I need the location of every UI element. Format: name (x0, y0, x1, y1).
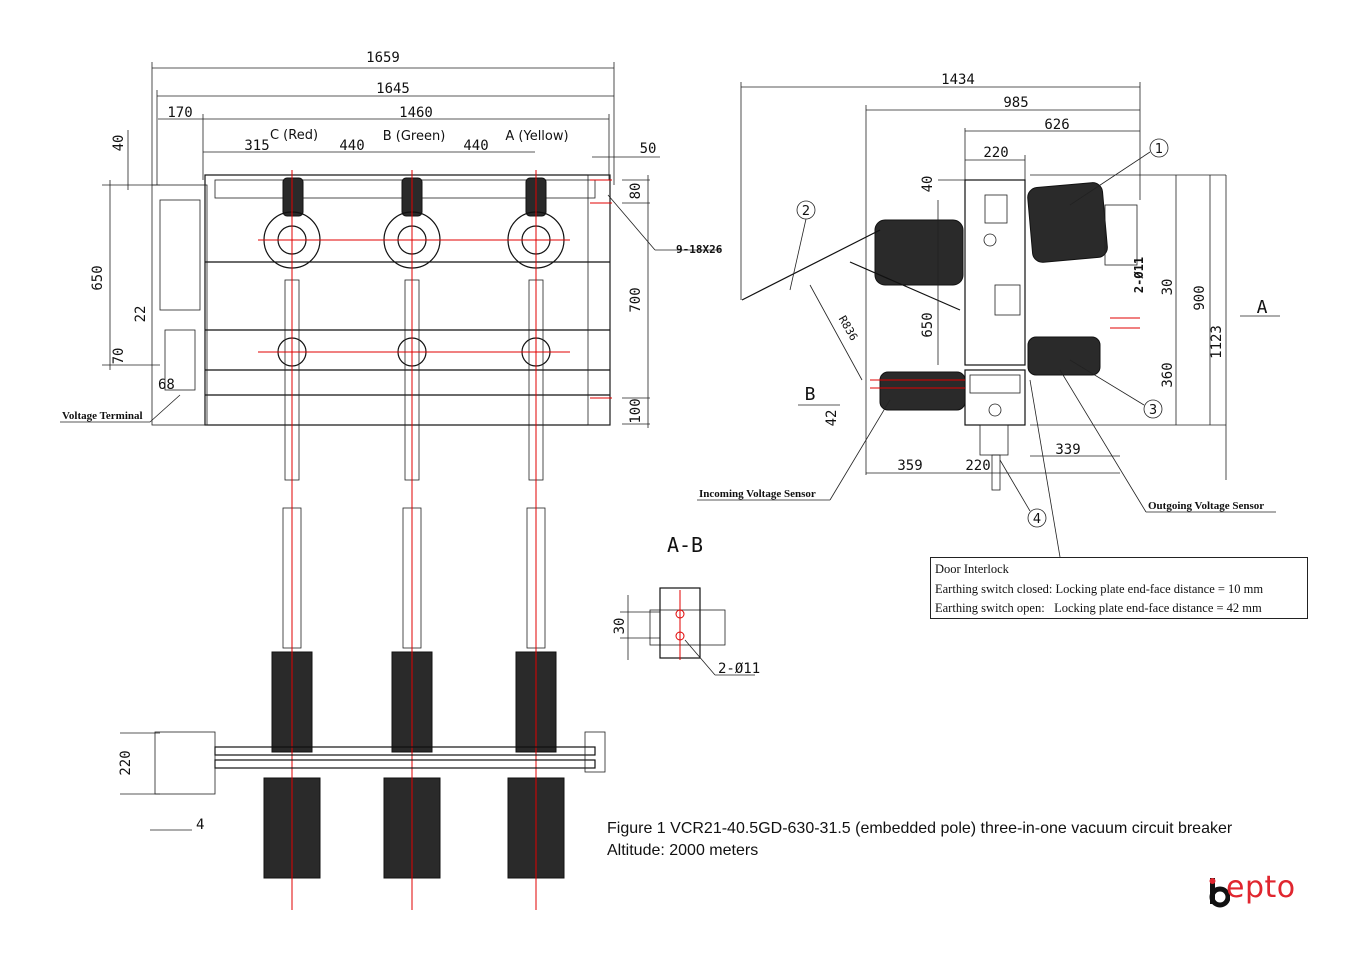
dim-339: 339 (1055, 442, 1080, 458)
caption-line-2: Altitude: 2000 meters (607, 842, 759, 859)
voltage-terminal-label: Voltage Terminal (62, 410, 143, 422)
upper-insulator (874, 182, 1108, 286)
callout-2: 2 (802, 204, 810, 219)
dim-220-bottom: 220 (118, 750, 134, 775)
dim-100: 100 (628, 398, 644, 423)
dim-220-bottom-side: 220 (965, 458, 990, 474)
section-holes: 2-Ø11 (718, 661, 760, 677)
dim-40-side: 40 (920, 176, 936, 193)
dim-359: 359 (897, 458, 922, 474)
dim-700: 700 (628, 287, 644, 312)
section-dim-30: 30 (612, 618, 628, 635)
dim-440-b: 440 (463, 138, 488, 154)
dim-440-a: 440 (339, 138, 364, 154)
dim-1645: 1645 (376, 81, 410, 97)
dim-170: 170 (167, 105, 192, 121)
front-view: 1659 1645 1460 170 315 440 440 C (Red) B… (60, 50, 723, 910)
dim-650-left: 650 (90, 265, 106, 290)
pole-c (263, 170, 321, 910)
section-ab: A-B 30 2-Ø11 (612, 533, 760, 677)
dim-40-left: 40 (111, 135, 127, 152)
dim-1460: 1460 (399, 105, 433, 121)
pole-a (507, 170, 565, 910)
section-ab-title: A-B (667, 533, 703, 557)
dim-650-side: 650 (920, 312, 936, 337)
dim-30-side: 30 (1160, 279, 1176, 296)
bepto-logo-mark (1209, 878, 1230, 908)
door-interlock-table: Door Interlock Earthing switch closed: L… (930, 557, 1308, 619)
side-view: 1434 985 626 220 (697, 72, 1280, 558)
caption-line-1: Figure 1 VCR21-40.5GD-630-31.5 (embedded… (607, 820, 1233, 837)
dim-360: 360 (1160, 362, 1176, 387)
dim-2-holes: 2-Ø11 (1132, 257, 1146, 293)
bepto-logo-text: epto (1226, 870, 1296, 905)
dim-68: 68 (158, 377, 175, 393)
dim-1659: 1659 (366, 50, 400, 66)
dim-80: 80 (628, 183, 644, 200)
dim-1434: 1434 (941, 72, 975, 88)
figure-caption: Figure 1 VCR21-40.5GD-630-31.5 (embedded… (607, 818, 1232, 862)
lower-insulator (879, 336, 1101, 411)
dim-985: 985 (1003, 95, 1028, 111)
dim-50: 50 (640, 141, 657, 157)
phase-label-b: B (Green) (383, 129, 446, 144)
dim-42: 42 (824, 410, 840, 427)
dim-70: 70 (111, 348, 127, 365)
door-interlock-title: Door Interlock (935, 562, 1009, 576)
dim-22: 22 (133, 306, 149, 323)
dim-900: 900 (1192, 285, 1208, 310)
pole-b (383, 170, 441, 910)
section-a-marker: A (1257, 297, 1268, 318)
incoming-sensor-label: Incoming Voltage Sensor (699, 488, 816, 500)
dim-4: 4 (196, 817, 204, 833)
phase-label-a: A (Yellow) (505, 129, 568, 144)
outgoing-sensor-label: Outgoing Voltage Sensor (1148, 500, 1264, 512)
callout-1: 1 (1155, 142, 1163, 157)
section-b-marker: B (805, 384, 816, 405)
dim-626: 626 (1044, 117, 1069, 133)
callout-3: 3 (1149, 403, 1157, 418)
hole-note: 9-18X26 (676, 243, 723, 256)
phase-label-c: C (Red) (270, 128, 318, 143)
door-interlock-open: Earthing switch open: Locking plate end-… (935, 601, 1262, 615)
door-interlock-closed: Earthing switch closed: Locking plate en… (935, 581, 1264, 596)
dim-220-top: 220 (983, 145, 1008, 161)
dim-1123: 1123 (1209, 325, 1225, 359)
callout-4: 4 (1033, 512, 1041, 527)
dim-315: 315 (244, 138, 269, 154)
